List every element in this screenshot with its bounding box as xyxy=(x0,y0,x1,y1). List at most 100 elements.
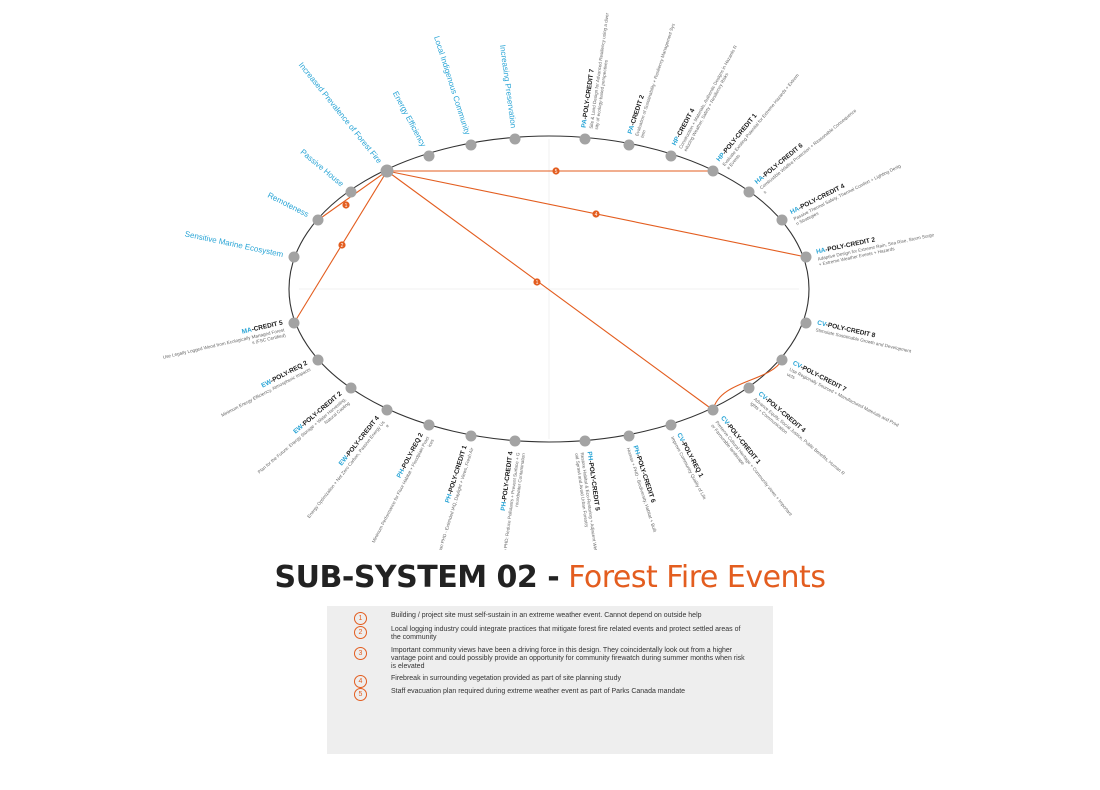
credit-name: -POLY-CREDIT 4 xyxy=(344,415,381,459)
note-number: 1 xyxy=(354,612,367,625)
label-local-indigenous-community: Local Indigenous Community xyxy=(432,35,472,136)
ring-ellipse xyxy=(288,135,810,443)
node-label: Sensitive Marine Ecosystem xyxy=(184,229,284,259)
node-cv-poly-credit-4 xyxy=(743,382,755,394)
marker-dot xyxy=(342,201,350,209)
credit-description: Combustible Wildfire Protection + Reason… xyxy=(759,108,858,191)
node-label: Passive House xyxy=(299,147,346,188)
node-ph-poly-req-2 xyxy=(423,419,435,431)
node-hp-credit-4 xyxy=(665,150,677,162)
label-forest-fire: Increased Prevalence of Forest Fire xyxy=(297,61,384,166)
note-number: 5 xyxy=(354,688,367,701)
credit-description: Evaluation of Sustainability + Resilienc… xyxy=(634,22,676,136)
credit-prefix: PA xyxy=(627,124,636,135)
credit-description: Minimum Energy Efficiency, Atmospheric I… xyxy=(220,367,312,418)
node-cv-poly-credit-7 xyxy=(776,354,788,366)
node-label: Energy Efficiency xyxy=(391,90,428,149)
credit-description-cont: ices xyxy=(427,438,436,448)
credit-description: Human PHD - Extended IAQ, Daylight + Vie… xyxy=(435,447,474,550)
credit-prefix: EW xyxy=(260,378,273,389)
node-ma-credit-5 xyxy=(288,317,300,329)
label-remoteness: Remoteness xyxy=(266,191,310,219)
node-local-indigenous-community xyxy=(465,139,477,151)
node-labels: Sensitive Marine Ecosystem Remoteness Pass… xyxy=(162,12,935,550)
center-crosshair xyxy=(299,139,799,439)
credit-prefix: HA xyxy=(789,205,801,216)
credit-description-cont: s xyxy=(762,189,767,195)
node-ph-poly-credit-5 xyxy=(579,435,591,447)
credit-prefix: PH xyxy=(631,445,641,456)
credit-prefix: PA xyxy=(581,118,589,128)
credit-description: Construction + Materials, Authentic Desi… xyxy=(678,44,738,150)
credit-description: Minimum Performance for Floor Habitat + … xyxy=(371,435,430,543)
node-cv-poly-credit-1 xyxy=(707,404,719,416)
node-cv-poly-credit-8 xyxy=(800,317,812,329)
node-ew-poly-credit-2 xyxy=(345,382,357,394)
system-ring xyxy=(288,135,810,443)
connection-line xyxy=(386,170,714,411)
note-text: Important community views have been a dr… xyxy=(391,647,745,670)
note-text: Firebreak in surrounding vegetation prov… xyxy=(391,675,621,682)
marker-number: 1 xyxy=(536,280,539,286)
node-ph-poly-credit-4 xyxy=(509,435,521,447)
label-increasing-preservation: Increasing Preservation xyxy=(498,44,518,128)
node-pa-poly-credit-7 xyxy=(579,133,591,145)
credit-description: Preserve Cultural Heritage + Community v… xyxy=(714,420,793,517)
credit-name: -POLY-CREDIT 1 xyxy=(721,112,759,156)
credit-prefix: PH xyxy=(444,493,453,504)
label-sensitive-marine-ecosystem: Sensitive Marine Ecosystem xyxy=(184,229,284,259)
connection-marker: 2 xyxy=(338,241,346,249)
label-passive-house: Passive House xyxy=(299,147,346,188)
credit-prefix: PH xyxy=(586,451,594,461)
credit-description: Advance Equity, Social Justice, Public B… xyxy=(753,397,846,477)
credit-code: HA-POLY-CREDIT 6 xyxy=(754,142,805,186)
title-sub: Forest Fire Events xyxy=(568,560,826,595)
credit-code: EW-POLY-CREDIT 4 xyxy=(338,415,381,468)
connection-marker: 4 xyxy=(592,210,600,218)
credit-description: Use Legally Logged Wood from Ecologicall… xyxy=(162,327,285,360)
credit-prefix: CV xyxy=(757,391,769,403)
node-increasing-preservation xyxy=(509,133,521,145)
credit-prefix: CV xyxy=(791,360,803,371)
node-ha-poly-credit-2 xyxy=(800,251,812,263)
node-ew-poly-credit-4 xyxy=(381,404,393,416)
credit-prefix: CV xyxy=(816,320,827,329)
note-text: Local logging industry could integrate p… xyxy=(391,626,741,641)
marker-dot xyxy=(592,210,600,218)
node-remoteness xyxy=(312,214,324,226)
marker-number: 1 xyxy=(345,203,348,209)
credit-description-cont: ucts xyxy=(786,372,796,381)
note-number: 2 xyxy=(354,626,367,639)
node-ha-poly-credit-6 xyxy=(743,186,755,198)
connection-lines: 1 2 5 4 1 xyxy=(293,167,807,411)
credit-prefix: PH xyxy=(500,501,508,511)
label-energy-efficiency: Energy Efficiency xyxy=(391,90,428,149)
node-ph-poly-credit-1 xyxy=(465,430,477,442)
relationship-diagram: 1 2 5 4 1 Sensitive Marine Ecosystem Remotene… xyxy=(162,12,935,550)
marker-number: 4 xyxy=(595,212,598,218)
credit-prefix: CV xyxy=(675,432,686,444)
credit-description: Use Regionally Sourced + Manufactured Ma… xyxy=(789,367,900,428)
node-energy-efficiency xyxy=(423,150,435,162)
node-forest-fire xyxy=(380,164,394,178)
note-number: 4 xyxy=(354,675,367,688)
title-main: SUB-SYSTEM 02 - xyxy=(274,560,560,595)
connection-marker: 5 xyxy=(552,167,560,175)
node-cv-poly-req-1 xyxy=(665,419,677,431)
